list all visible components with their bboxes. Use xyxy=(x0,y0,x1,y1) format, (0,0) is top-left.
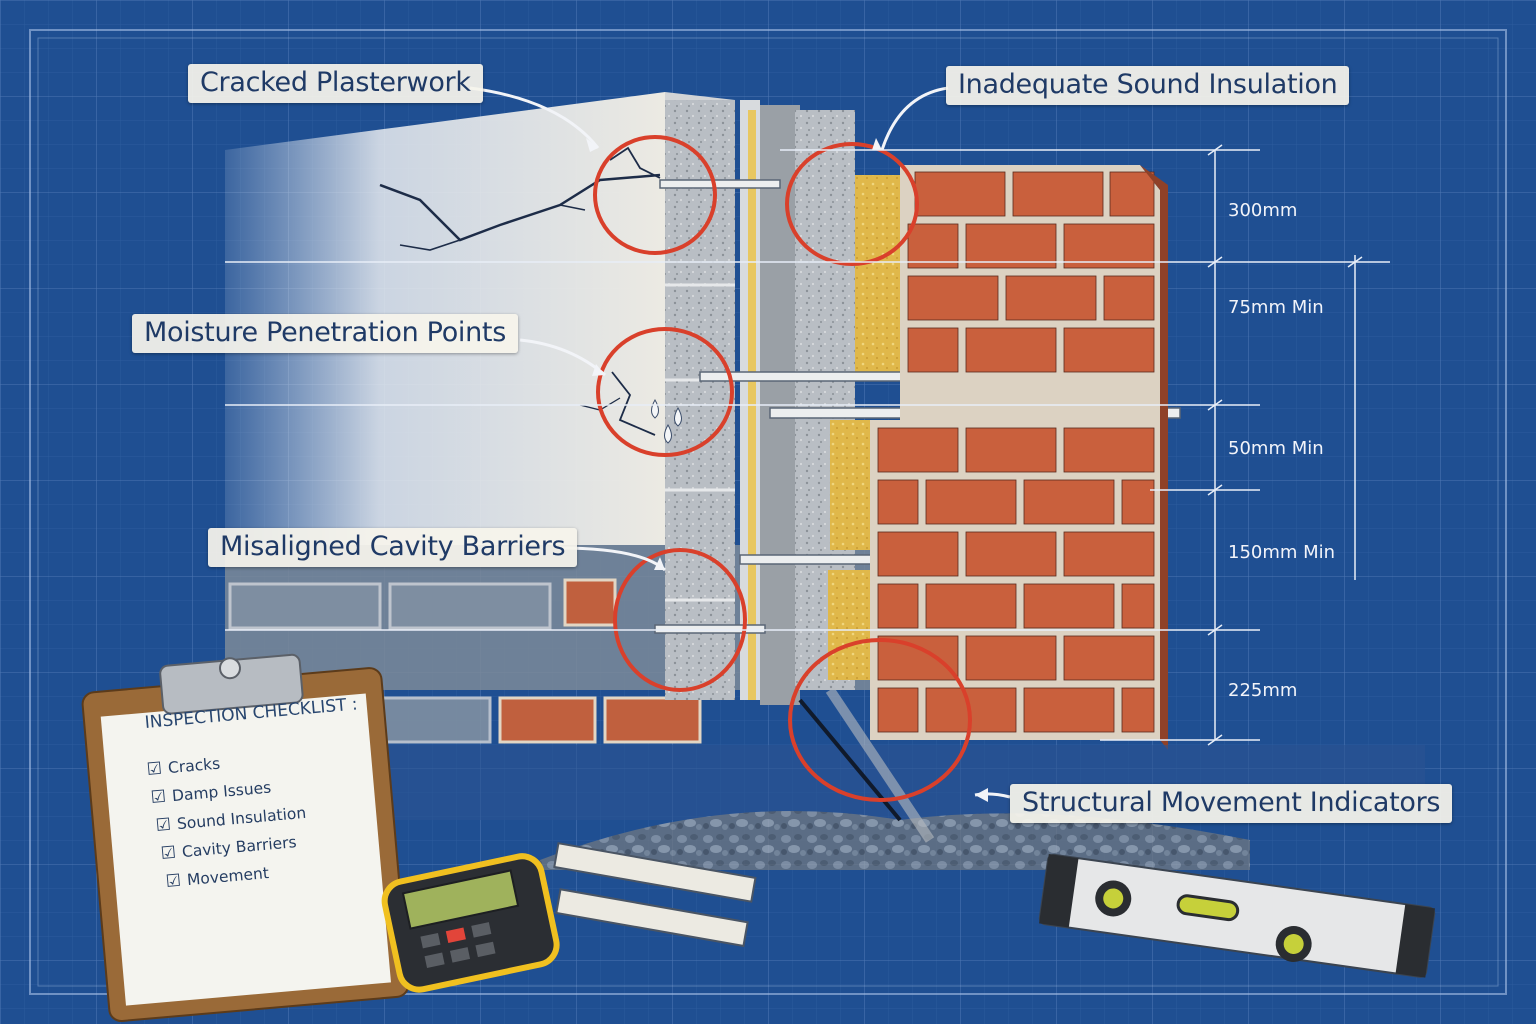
dimension-lines xyxy=(225,144,1390,746)
dimension-label: 300mm xyxy=(1228,200,1298,221)
checkbox-icon: ☑ xyxy=(150,786,167,808)
checkbox-icon: ☑ xyxy=(146,758,163,780)
cavity xyxy=(740,100,800,705)
insulation-layer xyxy=(795,110,900,690)
checkbox-icon: ☑ xyxy=(160,842,177,864)
laser-measure-icon xyxy=(381,853,560,993)
inner-blockwork xyxy=(665,100,735,700)
folding-ruler-icon xyxy=(553,842,757,948)
clipboard-icon xyxy=(81,653,410,1022)
callout-sound-insulation: Inadequate Sound Insulation xyxy=(946,66,1350,105)
dimension-label: 150mm Min xyxy=(1228,542,1336,563)
checklist-item-label: Cracks xyxy=(167,754,221,778)
callout-cracked-plasterwork: Cracked Plasterwork xyxy=(188,64,483,103)
dimension-label: 50mm Min xyxy=(1228,438,1324,459)
arrowheads xyxy=(586,138,988,802)
brick-outer-leaf xyxy=(870,165,1168,750)
checkbox-icon: ☑ xyxy=(165,870,182,892)
dimension-label: 75mm Min xyxy=(1228,297,1324,318)
callout-moisture-penetration: Moisture Penetration Points xyxy=(132,314,518,353)
dimension-label: 225mm xyxy=(1228,680,1298,701)
checkbox-icon: ☑ xyxy=(155,814,172,836)
callout-structural-movement: Structural Movement Indicators xyxy=(1010,784,1453,823)
callout-cavity-barriers: Misaligned Cavity Barriers xyxy=(208,528,578,567)
spirit-level-icon xyxy=(1038,853,1436,978)
highlight-circles xyxy=(593,135,972,802)
